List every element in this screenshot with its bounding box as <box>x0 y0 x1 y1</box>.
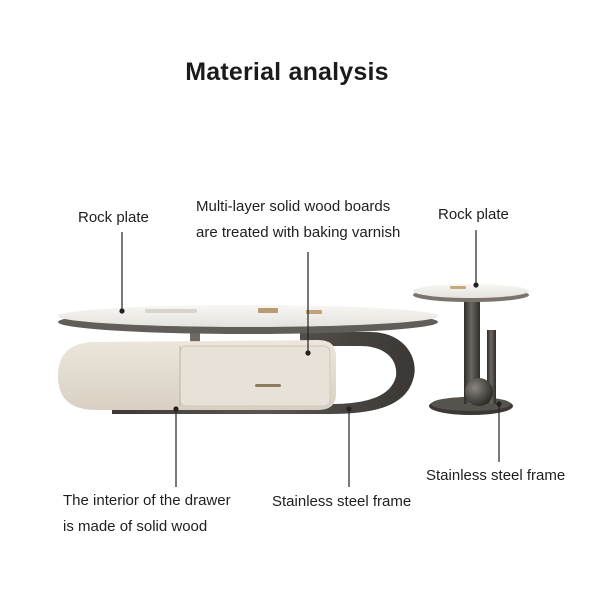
coffee-table-support-post <box>190 328 200 350</box>
coffee-table <box>58 305 438 414</box>
side-table <box>413 284 529 415</box>
label-rock-plate-right: Rock plate <box>438 206 509 223</box>
label-steel-frame-right: Stainless steel frame <box>426 467 566 484</box>
side-table-pole-2 <box>487 330 496 404</box>
label-drawer: The interior of the drawer is made of so… <box>63 488 231 540</box>
label-rock-plate-left: Rock plate <box>78 209 149 226</box>
label-steel-frame-center: Stainless steel frame <box>272 493 412 510</box>
callout-dot-steel-frame-center <box>346 406 352 412</box>
callout-dot-wood-boards <box>305 350 311 356</box>
side-table-decor <box>450 286 466 289</box>
tray-decor <box>145 309 197 313</box>
label-wood-boards-line1: Multi-layer solid wood boards <box>196 198 391 215</box>
side-table-pole <box>464 298 480 404</box>
label-drawer-line1: The interior of the drawer <box>63 492 231 509</box>
callout-dot-rock-plate-right <box>473 282 479 288</box>
callout-dots <box>119 282 502 412</box>
callout-lines <box>121 230 500 487</box>
side-table-ball <box>465 378 493 406</box>
label-wood-boards-line2: are treated with baking varnish <box>196 224 401 241</box>
callout-dot-rock-plate-left <box>119 308 125 314</box>
page-title: Material analysis <box>185 58 389 86</box>
callout-dot-steel-frame-right <box>496 401 502 407</box>
callout-dot-drawer <box>173 406 179 412</box>
book-decor-2 <box>306 310 322 314</box>
label-wood-boards: Multi-layer solid wood boards are treate… <box>196 194 400 246</box>
drawer-handle <box>255 384 281 387</box>
label-drawer-line2: is made of solid wood <box>63 518 208 535</box>
side-table-rock-plate <box>413 284 529 298</box>
book-decor <box>258 308 278 313</box>
coffee-table-rock-plate <box>58 305 438 327</box>
